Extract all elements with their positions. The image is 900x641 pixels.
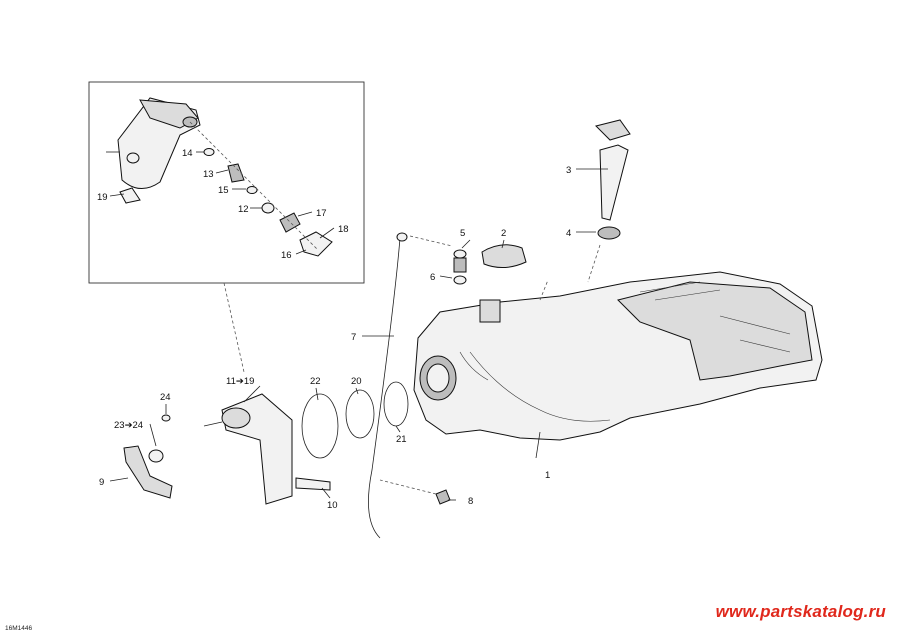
callout-12: 12 (238, 204, 249, 215)
callout-13: 13 (203, 169, 214, 180)
callout-6: 6 (430, 272, 435, 283)
callout-labels: 1 2 3 4 5 6 7 8 9 10 11➔19 12 13 14 15 1… (97, 148, 571, 511)
callout-14: 14 (182, 148, 193, 159)
callout-leaders (109, 151, 608, 501)
fuel-pump-sender-illustration (106, 97, 201, 204)
fuel-pump-illustration (203, 393, 331, 505)
callout-8: 8 (468, 496, 473, 507)
callout-10: 10 (327, 500, 338, 511)
callout-4: 4 (566, 228, 571, 239)
callout-17: 17 (316, 208, 327, 219)
inset-small-parts (189, 121, 333, 257)
callout-7: 7 (351, 332, 356, 343)
callout-3: 3 (566, 165, 571, 176)
fuel-tank-illustration (413, 271, 823, 441)
callout-1: 1 (545, 470, 550, 481)
callout-20: 20 (351, 376, 362, 387)
callout-5: 5 (460, 228, 465, 239)
filler-cap-illustration (409, 119, 631, 301)
callout-23-24: 23➔24 (114, 420, 143, 431)
retaining-rings-illustration (301, 381, 409, 459)
callout-11-19: 11➔19 (226, 376, 254, 387)
fuel-hose-illustration (123, 414, 173, 499)
vent-hose-illustration (368, 232, 451, 539)
callout-19: 19 (97, 192, 108, 203)
callout-18: 18 (338, 224, 349, 235)
callout-15: 15 (218, 185, 229, 196)
callout-16: 16 (281, 250, 292, 261)
watermark-link[interactable]: www.partskatalog.ru (715, 602, 886, 621)
callout-21: 21 (396, 434, 407, 445)
callout-9: 9 (99, 477, 104, 488)
drawing-code: 16M1446 (5, 625, 33, 632)
detail-inset-box (88, 81, 365, 284)
callout-24: 24 (160, 392, 171, 403)
callout-2: 2 (501, 228, 506, 239)
callout-22: 22 (310, 376, 321, 387)
